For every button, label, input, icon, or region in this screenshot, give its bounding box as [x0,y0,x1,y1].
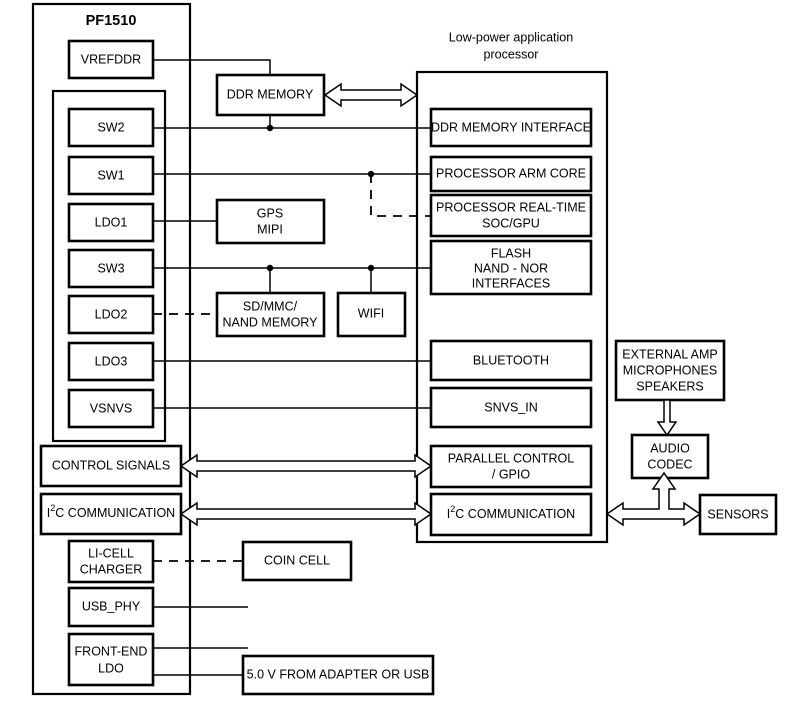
bus-ddr-memory-to-processor [323,82,419,108]
block-ldo1-label: LDO1 [95,215,128,229]
block-parallel-control-gpio[interactable] [429,444,593,489]
block-wifi[interactable] [336,291,407,338]
block-gps-mipi-line1: GPS [257,206,283,220]
block-processor-realtime-soc-gpu[interactable] [429,193,593,238]
block-bluetooth[interactable] [429,339,593,382]
block-adapter-source[interactable] [241,654,435,696]
block-external-amp-line1: EXTERNAL AMP [622,347,717,361]
block-adapter-source-label: 5.0 V FROM ADAPTER OR USB [247,667,430,681]
block-sw1-label: SW1 [97,168,124,182]
block-front-end-ldo[interactable] [67,632,155,687]
pmic-container [31,2,192,696]
block-parallel-control-line2: / GPIO [492,467,530,481]
wire-vrefddr-to-ddr-memory [153,59,271,75]
processor-caption-line2: processor [484,47,539,61]
block-gps-mipi-line2: MIPI [257,222,283,236]
block-li-cell-charger-line1: LI-CELL [88,546,134,560]
block-front-end-ldo-line2: LDO [98,661,124,675]
block-li-cell-charger-line2: CHARGER [80,562,143,576]
pmic-title: PF1510 [86,13,137,29]
block-audio-codec-line1: AUDIO [650,441,690,455]
block-processor-i2c-label: I2C COMMUNICATION [447,504,575,521]
block-external-amp-line2: MICROPHONES [623,363,717,377]
block-snvs-in-label: SNVS_IN [484,400,538,414]
block-pmic-i2c-label: I2C COMMUNICATION [47,503,175,520]
block-flash-line2: NAND - NOR [474,261,548,275]
block-coin-cell-label: COIN CELL [264,553,330,567]
regulator-rail-container [51,89,167,443]
block-flash-line1: FLASH [491,246,531,260]
block-sw2[interactable] [67,107,155,148]
block-usb-phy-label: USB_PHY [82,599,141,613]
block-ddr-memory-label: DDR MEMORY [227,87,314,101]
block-flash-interfaces[interactable] [429,239,593,296]
block-audio-codec-line2: CODEC [647,457,692,471]
block-ddr-memory-interface-label: DDR MEMORY INTERFACE [431,120,591,134]
block-parallel-control-line1: PARALLEL CONTROL [448,451,574,465]
block-bluetooth-label: BLUETOOTH [473,353,549,367]
block-wifi-label: WIFI [358,306,384,320]
block-snvs-in[interactable] [429,386,593,429]
block-external-amp-line3: SPEAKERS [636,379,703,393]
block-front-end-ldo-line1: FRONT-END [75,644,148,658]
block-processor-realtime-line1: PROCESSOR REAL-TIME [436,200,586,214]
block-vsnvs-label: VSNVS [90,401,132,415]
block-flash-line3: INTERFACES [472,276,551,290]
block-ldo1[interactable] [67,202,155,243]
block-ldo3-label: LDO3 [95,354,128,368]
block-processor-arm-core[interactable] [429,155,593,193]
block-sensors-label: SENSORS [707,507,768,521]
processor-container [415,70,609,544]
block-ldo3[interactable] [67,341,155,382]
block-sw3-label: SW3 [97,261,124,275]
block-sw1[interactable] [67,155,155,196]
block-vrefddr[interactable] [67,39,155,80]
bus-i2c-to-audio-codec-and-sensors [605,471,702,527]
block-vrefddr-label: VREFDDR [81,52,141,66]
block-sensors[interactable] [698,493,778,536]
block-processor-i2c[interactable] [429,492,593,537]
block-coin-cell[interactable] [241,540,353,582]
block-ldo2[interactable] [67,294,155,335]
block-processor-arm-core-label: PROCESSOR ARM CORE [436,166,586,180]
block-usb-phy[interactable] [67,586,155,628]
processor-caption-line1: Low-power application [449,30,573,44]
wire-sw1-branch-to-realtime [370,174,431,217]
block-sw2-label: SW2 [97,120,124,134]
block-audio-codec[interactable] [630,433,710,480]
block-external-amp[interactable] [614,339,726,402]
bus-control-signals [179,453,433,479]
block-control-signals-label: CONTROL SIGNALS [52,458,170,472]
block-processor-realtime-line2: SOC/GPU [482,216,540,230]
bus-pmic-i2c-to-processor-i2c [179,501,433,527]
arrow-external-amp-to-audio-codec [656,399,678,437]
block-sd-mmc-line1: SD/MMC/ [243,299,298,313]
block-ldo2-label: LDO2 [95,307,128,321]
block-ddr-memory-interface[interactable] [429,107,593,148]
block-sd-mmc-line2: NAND MEMORY [223,315,319,329]
block-sw3[interactable] [67,248,155,289]
